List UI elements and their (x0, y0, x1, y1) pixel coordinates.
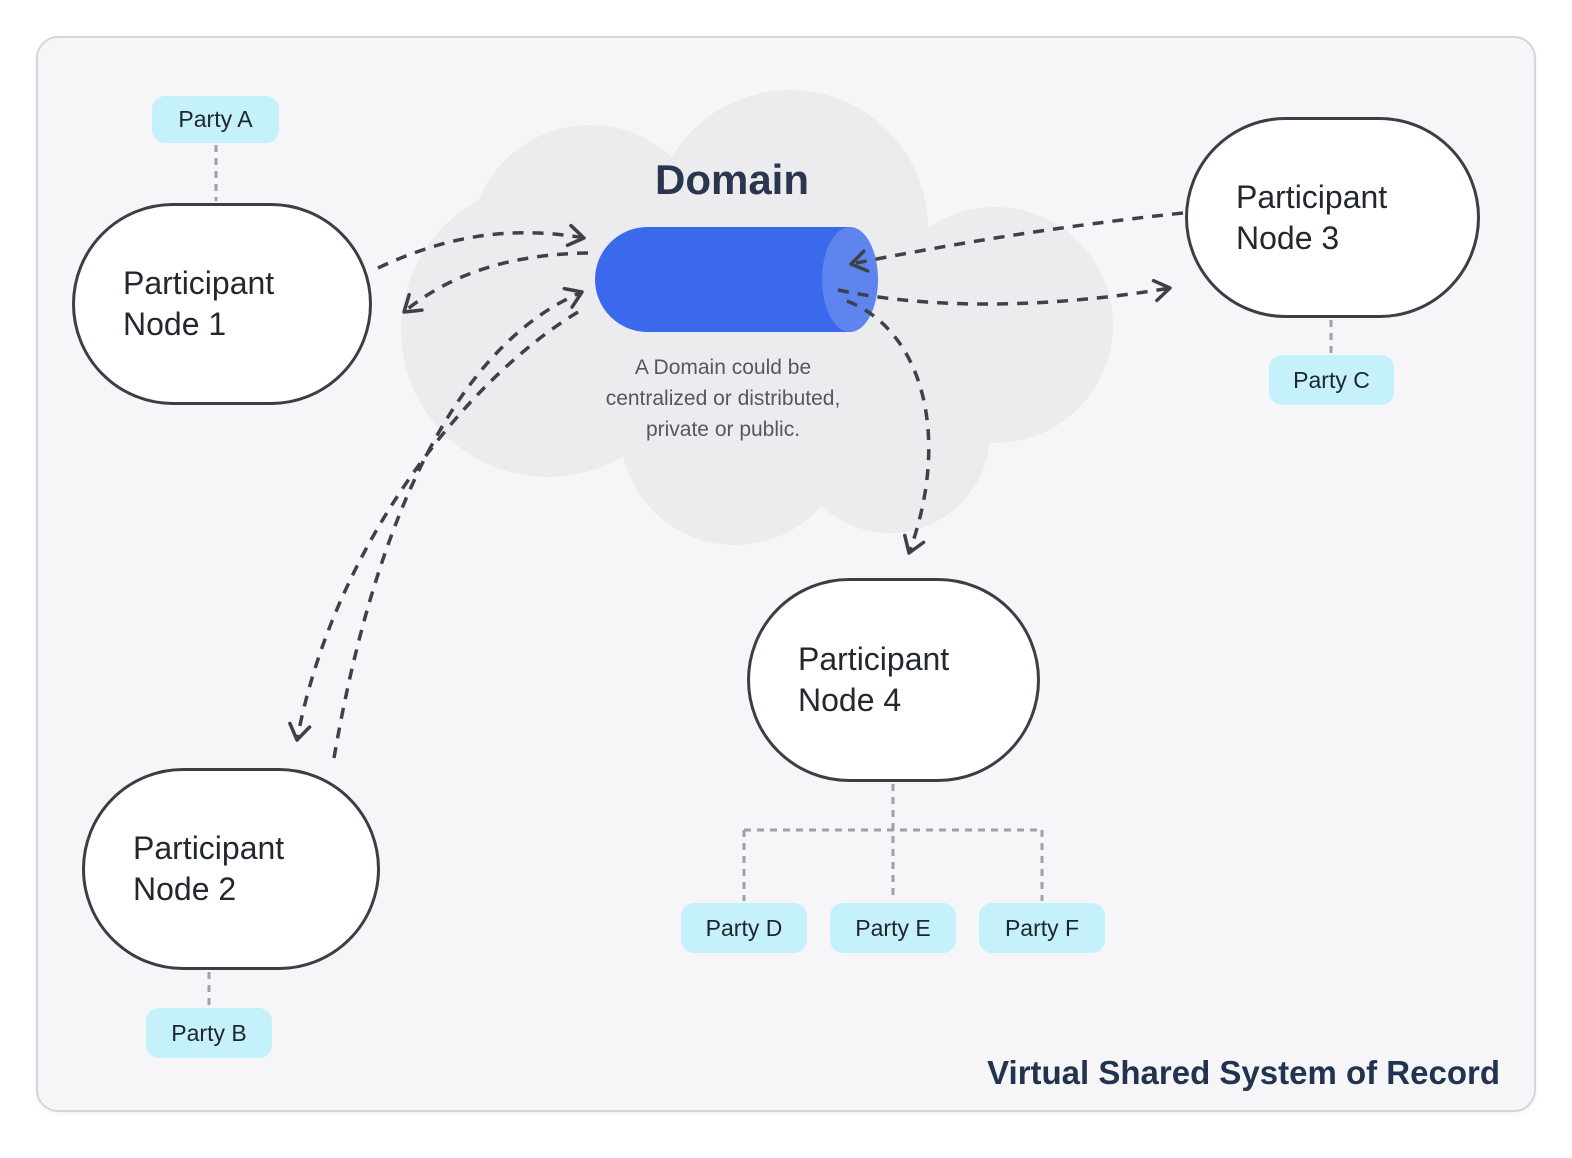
arrow-domain-to-node1 (402, 251, 589, 314)
party-badge-a: Party A (152, 96, 279, 143)
domain-description-line: centralized or distributed, (605, 387, 841, 411)
party-badge-d: Party D (681, 903, 807, 953)
participant-node-4: Participant Node 4 (747, 578, 1040, 782)
participant-node-2-label: Participant Node 2 (133, 830, 285, 907)
participant-node-1: Participant Node 1 (72, 203, 372, 405)
domain-label: Domain (654, 156, 810, 203)
participant-node-4-label: Participant Node 4 (798, 641, 950, 718)
arrow-node1-to-domain (377, 223, 586, 270)
arrow-node2-to-domain (332, 286, 584, 759)
arrow-domain-to-node4 (846, 299, 931, 555)
participant-node-3-label: Participant Node 3 (1236, 178, 1388, 256)
cloud-lobe (620, 315, 850, 545)
cylinder-end-cap (822, 227, 878, 332)
party-badge-c: Party C (1269, 355, 1394, 405)
domain-description-line: A Domain could be (634, 356, 812, 379)
domain-cylinder (595, 227, 878, 332)
participant-node-2: Participant Node 2 (82, 768, 380, 970)
arrow-domain-to-node3 (837, 278, 1172, 306)
domain-description-line: private or public. (645, 418, 801, 442)
cylinder-body (595, 227, 850, 332)
participant-node-1-label: Participant Node 1 (123, 265, 275, 342)
party-badge-f: Party F (979, 903, 1105, 953)
party-badge-e: Party E (830, 903, 956, 953)
diagram-title: Virtual Shared System of Record (987, 1054, 1500, 1091)
message-arrows (288, 211, 1184, 759)
arrow-node3-to-domain (849, 211, 1184, 273)
cloud-lobe (790, 333, 990, 533)
domain-description: A Domain could be centralized or distrib… (606, 352, 841, 445)
party-connectors (207, 145, 1333, 1006)
participant-node-3: Participant Node 3 (1185, 117, 1480, 318)
party-badge-b: Party B (146, 1008, 272, 1058)
arrow-domain-to-node2 (288, 310, 579, 742)
